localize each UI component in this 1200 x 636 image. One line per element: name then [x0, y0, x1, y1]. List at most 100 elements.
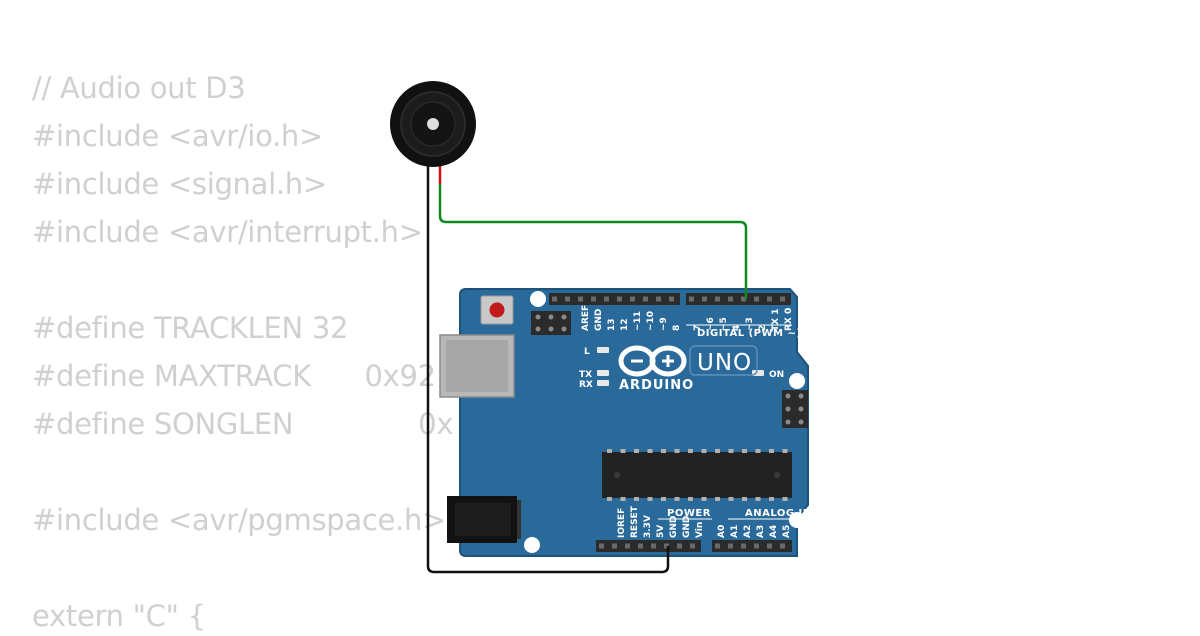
header-pin[interactable] [780, 296, 785, 302]
header-pin[interactable] [767, 543, 772, 549]
chip-pin [742, 497, 747, 501]
mount-hole [789, 512, 805, 528]
header-pin[interactable] [702, 296, 707, 302]
header-pin[interactable] [754, 543, 759, 549]
svg-text:RX: RX [579, 380, 593, 390]
code-line: #define SONGLEN 0x [32, 407, 454, 441]
chip-pin [674, 497, 680, 501]
pin-label: A2 [743, 525, 753, 538]
power-header [596, 540, 701, 552]
analog-label: ANALOG IN [745, 508, 812, 519]
chip-pin [647, 449, 653, 453]
svg-text:ON: ON [769, 370, 784, 380]
digital-label: DIGITAL (PWM ~) [697, 328, 801, 339]
chip-pin [769, 449, 774, 453]
chip-pin [728, 497, 734, 501]
header-pin[interactable] [656, 296, 661, 302]
header-pin[interactable] [767, 296, 772, 302]
code-line: #include <avr/io.h> [32, 119, 323, 153]
chip-pin [715, 497, 720, 501]
header-pin[interactable] [565, 296, 570, 302]
pin-label: 3.3V [643, 515, 653, 538]
pin-label: AREF [581, 305, 591, 331]
header-pin[interactable] [754, 296, 759, 302]
code-line: #include <avr/interrupt.h> [32, 215, 423, 249]
chip-pin [661, 449, 666, 453]
header-pin[interactable] [651, 543, 656, 549]
signal-wire-d3 [438, 184, 748, 299]
chip-pin [661, 497, 666, 501]
header-pin[interactable] [715, 543, 720, 549]
power-jack [447, 496, 521, 543]
chip-pin [634, 497, 639, 501]
mount-hole [789, 373, 805, 389]
chip-pin [755, 449, 761, 453]
microcontroller-chip [602, 449, 792, 501]
header-pin[interactable] [591, 296, 596, 302]
header-pin[interactable] [690, 543, 695, 549]
svg-text:L: L [584, 347, 590, 357]
chip-pin [607, 449, 612, 453]
icsp-header-top [531, 311, 571, 335]
chip-pin [728, 449, 734, 453]
chip-pin [688, 497, 693, 501]
chip-pin [647, 497, 653, 501]
header-pin[interactable] [689, 296, 694, 302]
reset-button[interactable] [480, 295, 514, 325]
header-pin[interactable] [617, 296, 622, 302]
pin-label: A5 [782, 525, 792, 538]
digital-header-right [686, 293, 791, 305]
mount-hole [530, 291, 546, 307]
header-pin[interactable] [669, 296, 674, 302]
header-pin[interactable] [677, 543, 682, 549]
chip-pin [701, 449, 707, 453]
arduino-logo-icon [618, 345, 687, 377]
pin-label: 7 [693, 325, 703, 331]
header-pin[interactable] [604, 296, 609, 302]
code-line: #define MAXTRACK 0x92 [32, 359, 436, 393]
digital-header-left [549, 293, 680, 305]
pin-label: Vin [695, 522, 705, 538]
header-pin[interactable] [728, 296, 733, 302]
brand-name: ARDUINO [619, 378, 694, 393]
header-pin[interactable] [741, 543, 746, 549]
header-pin[interactable] [728, 543, 733, 549]
piezo-buzzer[interactable] [390, 81, 476, 184]
chip-pin [634, 449, 639, 453]
chip-pin [782, 449, 788, 453]
pin-label: A0 [717, 525, 727, 538]
header-pin[interactable] [599, 543, 604, 549]
pin-label: TX 1 [771, 309, 781, 331]
header-pin[interactable] [625, 543, 630, 549]
pin-label: RESET [630, 505, 640, 538]
pin-label: ~3 [745, 317, 755, 331]
pin-label: GND [682, 516, 692, 538]
header-pin[interactable] [612, 543, 617, 549]
code-line: #include <signal.h> [32, 167, 327, 201]
header-pin[interactable] [715, 296, 720, 302]
pin-label: ~9 [659, 317, 669, 331]
chip-pin [769, 497, 774, 501]
analog-header [712, 540, 792, 552]
chip-pin [607, 497, 612, 501]
pin-label: A3 [756, 525, 766, 538]
code-line: // Audio out D3 [32, 71, 246, 105]
header-pin[interactable] [780, 543, 785, 549]
pin-label: 13 [607, 318, 617, 331]
code-line: extern "C" { [32, 599, 206, 633]
chip-pin [755, 497, 761, 501]
model-badge [689, 345, 758, 376]
pin-label: A1 [730, 525, 740, 538]
ground-wire [426, 184, 670, 574]
header-pin[interactable] [552, 296, 557, 302]
pin-label: 12 [620, 318, 630, 331]
header-pin[interactable] [578, 296, 583, 302]
pin-label: 2 [758, 325, 768, 331]
header-pin[interactable] [638, 543, 643, 549]
mount-hole [524, 537, 540, 553]
header-pin[interactable] [643, 296, 648, 302]
header-pin[interactable] [630, 296, 635, 302]
header-pin[interactable] [664, 543, 669, 549]
header-pin[interactable] [741, 296, 746, 302]
